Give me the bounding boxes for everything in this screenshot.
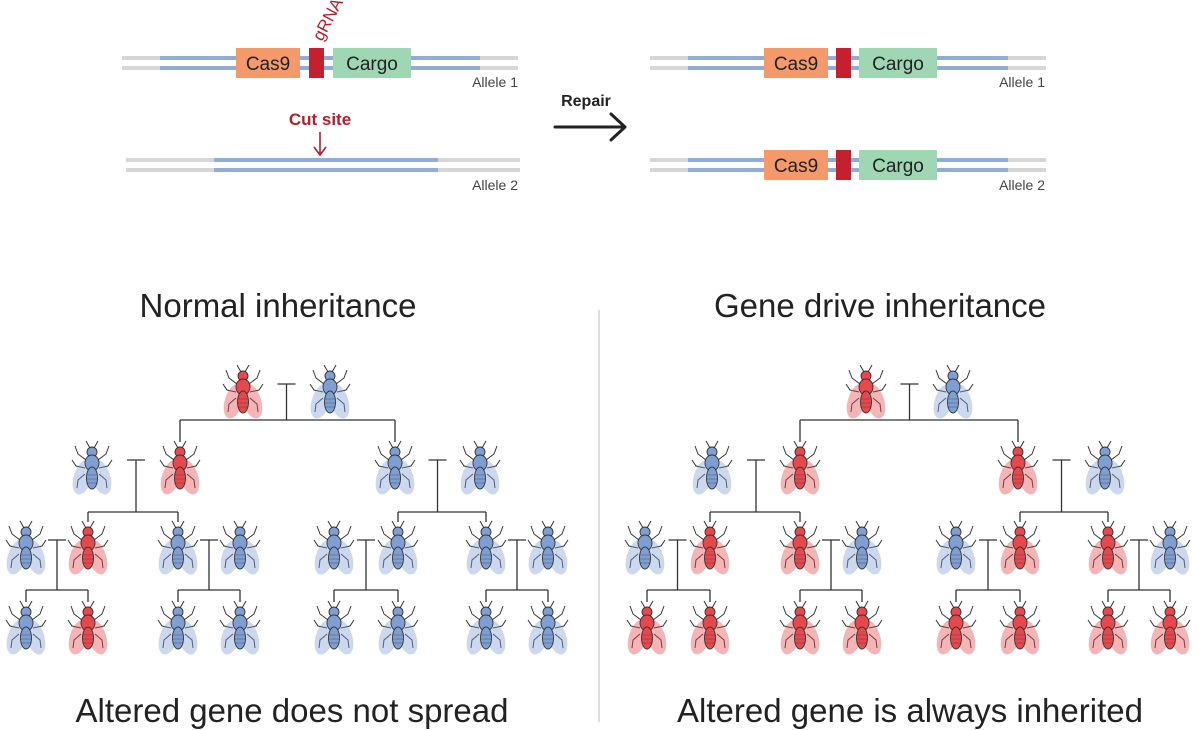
fly-icon	[524, 600, 572, 658]
fly-icon	[68, 440, 116, 498]
allele-diagram-before: Cas9 gRNA Cargo Allele 1 Cut site Allele…	[122, 0, 520, 193]
fly-icon	[154, 520, 202, 578]
fly-icon	[929, 364, 977, 422]
grna-block-after-2	[836, 150, 851, 180]
fly-icon	[216, 600, 264, 658]
fly-icon	[842, 364, 890, 422]
fly-icon	[2, 520, 50, 578]
fly-icon	[374, 600, 422, 658]
cargo-block-after-2	[859, 150, 937, 180]
cas9-label: Cas9	[246, 54, 290, 75]
fly-icon	[838, 600, 886, 658]
cas9-block-after-2	[764, 150, 828, 180]
fly-icon	[623, 600, 671, 658]
fly-icon	[524, 520, 572, 578]
fly-icon	[932, 520, 980, 578]
fly-icon	[216, 520, 264, 578]
fly-icon	[686, 520, 734, 578]
cargo-label-after-2: Cargo	[872, 156, 924, 177]
allele-2-label: Allele 2	[472, 177, 518, 193]
fly-icon	[374, 520, 422, 578]
fly-icon	[996, 600, 1044, 658]
fly-icon	[371, 440, 419, 498]
cas9-label-after-1: Cas9	[774, 54, 818, 75]
fly-icon	[156, 440, 204, 498]
fly-icon	[64, 520, 112, 578]
fly-icon	[838, 520, 886, 578]
grna-label: gRNA	[309, 0, 347, 44]
fly-icon	[2, 600, 50, 658]
fly-icon	[994, 440, 1042, 498]
fly-icon	[1081, 440, 1129, 498]
fly-icon	[621, 520, 669, 578]
fly-icon	[776, 440, 824, 498]
grna-block	[309, 48, 324, 78]
allele-diagram-after: Cas9 Cargo Allele 1 Cas9 Cargo Allele 2	[650, 48, 1046, 193]
fly-icon	[776, 600, 824, 658]
allele-1-label-after: Allele 1	[999, 74, 1045, 90]
fly-icon	[219, 364, 267, 422]
left-panel-title: Normal inheritance	[140, 287, 417, 324]
fly-icon	[306, 364, 354, 422]
cas9-block	[236, 48, 300, 78]
pedigree-normal	[2, 364, 572, 658]
fly-icon	[310, 520, 358, 578]
cas9-label-after-2: Cas9	[774, 156, 818, 177]
cargo-block	[333, 48, 411, 78]
fly-icon	[1146, 520, 1194, 578]
allele-2-strand-before	[126, 158, 520, 172]
fly-icon	[688, 440, 736, 498]
allele-2-label-after: Allele 2	[999, 177, 1045, 193]
cargo-label-after-1: Cargo	[872, 54, 924, 75]
fly-icon	[462, 520, 510, 578]
allele-1-label: Allele 1	[472, 74, 518, 90]
fly-icon	[154, 600, 202, 658]
cut-site-label: Cut site	[289, 110, 351, 129]
cas9-block-after-1	[764, 48, 828, 78]
fly-icon	[996, 520, 1044, 578]
fly-icon	[64, 600, 112, 658]
fly-icon	[1146, 600, 1194, 658]
right-panel-caption: Altered gene is always inherited	[677, 692, 1143, 729]
fly-icon	[686, 600, 734, 658]
right-panel-title: Gene drive inheritance	[714, 287, 1046, 324]
arrow-right-icon	[553, 112, 627, 142]
grna-block-after-1	[836, 48, 851, 78]
fly-icon	[1084, 520, 1132, 578]
cargo-block-after-1	[859, 48, 937, 78]
pedigree-gene-drive	[621, 364, 1194, 658]
repair-label: Repair	[561, 93, 611, 110]
fly-icon	[776, 520, 824, 578]
arrow-down-icon	[313, 132, 327, 157]
fly-icon	[462, 600, 510, 658]
fly-icon	[1084, 600, 1132, 658]
left-panel-caption: Altered gene does not spread	[76, 692, 509, 729]
cargo-label: Cargo	[346, 54, 398, 75]
fly-icon	[932, 600, 980, 658]
fly-icon	[310, 600, 358, 658]
fly-icon	[456, 440, 504, 498]
